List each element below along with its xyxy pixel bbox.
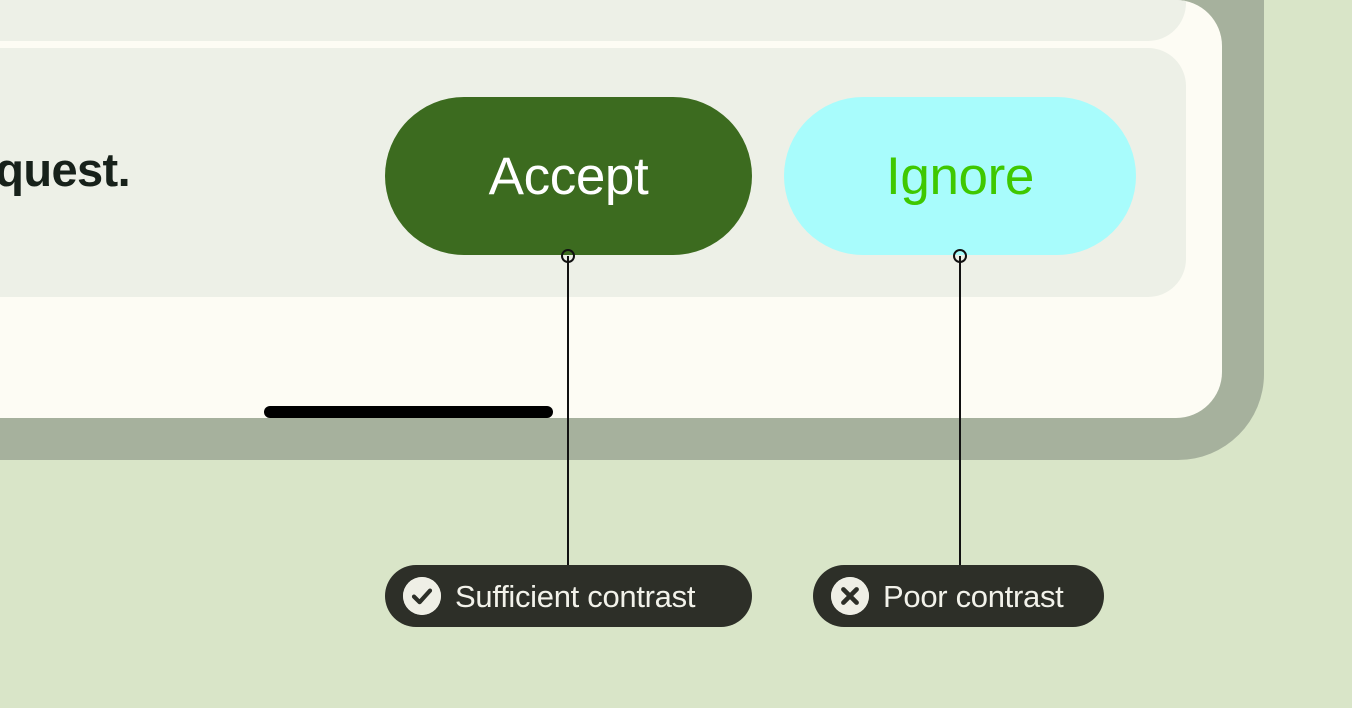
home-indicator: [264, 406, 553, 418]
content-card-top: [0, 0, 1186, 41]
annotation-poor-contrast: Poor contrast: [813, 565, 1104, 627]
annotation-sufficient-contrast: Sufficient contrast: [385, 565, 752, 627]
leader-dot-accept: [561, 249, 575, 263]
x-circle-icon: [831, 577, 869, 615]
device-frame: a request. Accept Ignore: [0, 0, 1264, 460]
leader-line-accept: [567, 256, 569, 566]
request-body-text: a request.: [0, 143, 131, 196]
leader-dot-ignore: [953, 249, 967, 263]
leader-line-ignore: [959, 256, 961, 566]
check-circle-icon: [403, 577, 441, 615]
annotation-label-sufficient: Sufficient contrast: [455, 578, 696, 614]
annotation-label-poor: Poor contrast: [883, 578, 1064, 614]
ignore-button[interactable]: Ignore: [784, 97, 1136, 255]
accept-button[interactable]: Accept: [385, 97, 752, 255]
device-screen: a request. Accept Ignore: [0, 0, 1222, 418]
